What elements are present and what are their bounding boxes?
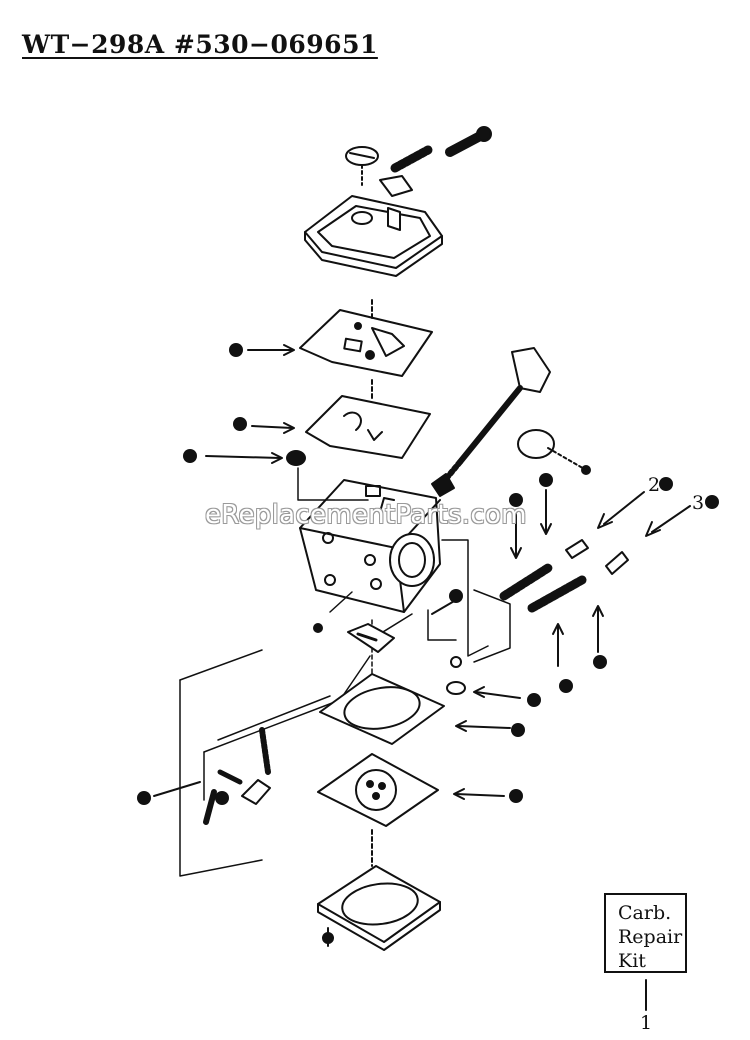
mixture-needles <box>499 539 629 613</box>
pump-gasket <box>299 299 433 377</box>
kit-part-markers <box>153 344 691 1011</box>
fuel-pump-cover-assembly <box>304 126 492 277</box>
metering-diaphragm <box>317 753 439 867</box>
metering-lever-parts <box>203 727 271 825</box>
metering-gasket <box>319 673 445 745</box>
needle-valve-parts <box>313 623 466 695</box>
metering-cover <box>317 865 441 951</box>
diagram-title: WT−298A #530−069651 <box>22 30 378 59</box>
kit-label-line3: Kit <box>618 950 646 972</box>
carburetor-body <box>299 479 441 613</box>
throttle-shaft-assembly <box>431 347 591 497</box>
carb-repair-kit-box: Carb. Repair Kit <box>604 893 687 973</box>
kit-label-line2: Repair <box>618 926 683 948</box>
callout-3: 3 <box>692 492 705 514</box>
inlet-screen <box>286 450 306 466</box>
marker-dots <box>137 343 719 805</box>
callout-1: 1 <box>640 1012 653 1034</box>
callout-2: 2 <box>648 474 661 496</box>
watermark-text: eReplacementParts.com <box>205 500 527 530</box>
kit-label-line1: Carb. <box>618 902 672 924</box>
pump-diaphragm <box>305 379 431 459</box>
